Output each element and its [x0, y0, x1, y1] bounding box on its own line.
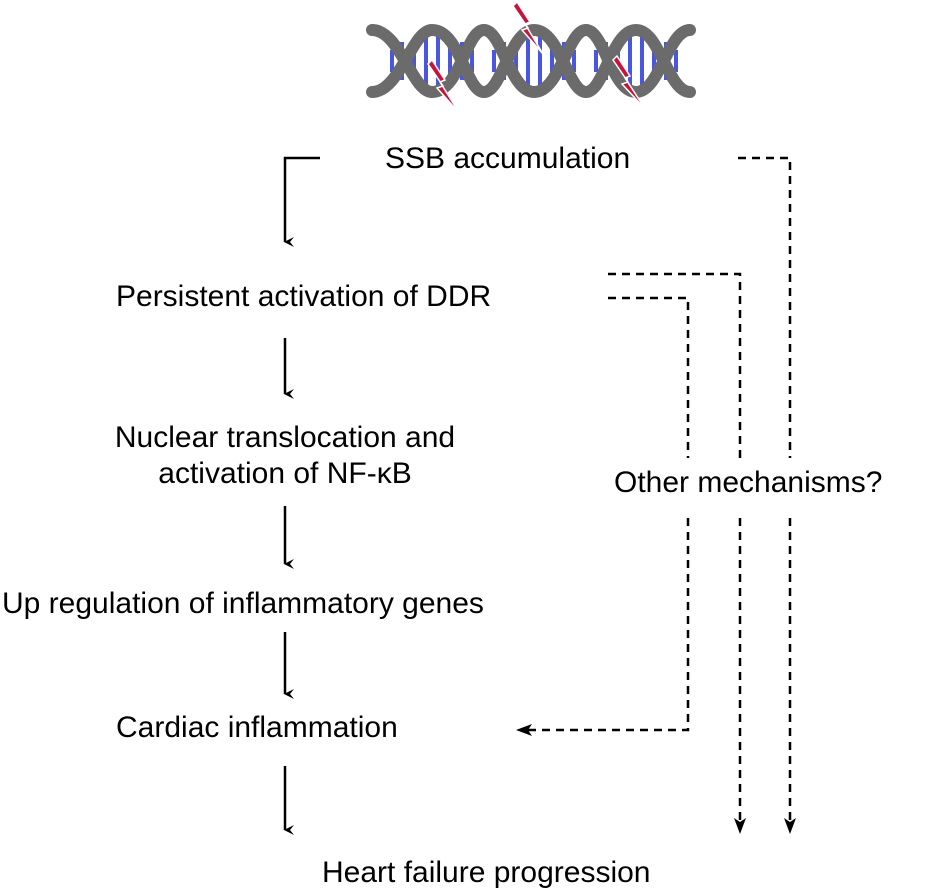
node-other-mechanisms: Other mechanisms?	[614, 466, 883, 499]
arrowhead-heart-failure-a	[734, 818, 746, 834]
lightning-bolt-icons	[427, 0, 647, 115]
lightning-bolt-icon	[612, 54, 647, 111]
node-nfkb-line2: activation of NF-κB	[158, 457, 412, 490]
solid-arrows	[283, 156, 320, 835]
dashed-arrowheads	[516, 724, 796, 834]
dashed-ssb-to-other	[738, 156, 792, 458]
arrow-ssb-to-ddr	[283, 156, 320, 247]
node-ssb-accumulation: SSB accumulation	[385, 142, 631, 175]
dashed-other-to-inflammation	[526, 518, 690, 732]
lightning-bolt-icon	[427, 58, 461, 115]
node-inflammatory-genes: Up regulation of inflammatory genes	[2, 587, 484, 620]
dashed-connectors	[526, 156, 792, 822]
dna-helix-icon	[366, 23, 696, 99]
node-persistent-ddr: Persistent activation of DDR	[116, 280, 492, 313]
node-heart-failure-progression: Heart failure progression	[322, 856, 651, 889]
dashed-ddr-lower-to-other	[608, 296, 690, 458]
node-nfkb-line1: Nuclear translocation and	[114, 421, 456, 454]
dashed-ddr-upper-to-other	[608, 272, 742, 458]
lightning-bolt-icon	[512, 0, 544, 55]
arrowhead-to-inflammation	[516, 724, 532, 736]
node-cardiac-inflammation: Cardiac inflammation	[116, 711, 398, 744]
arrowhead-heart-failure-b	[784, 818, 796, 834]
dna-backbone	[366, 23, 696, 99]
node-nfkb: Nuclear translocation and activation of …	[60, 420, 510, 492]
